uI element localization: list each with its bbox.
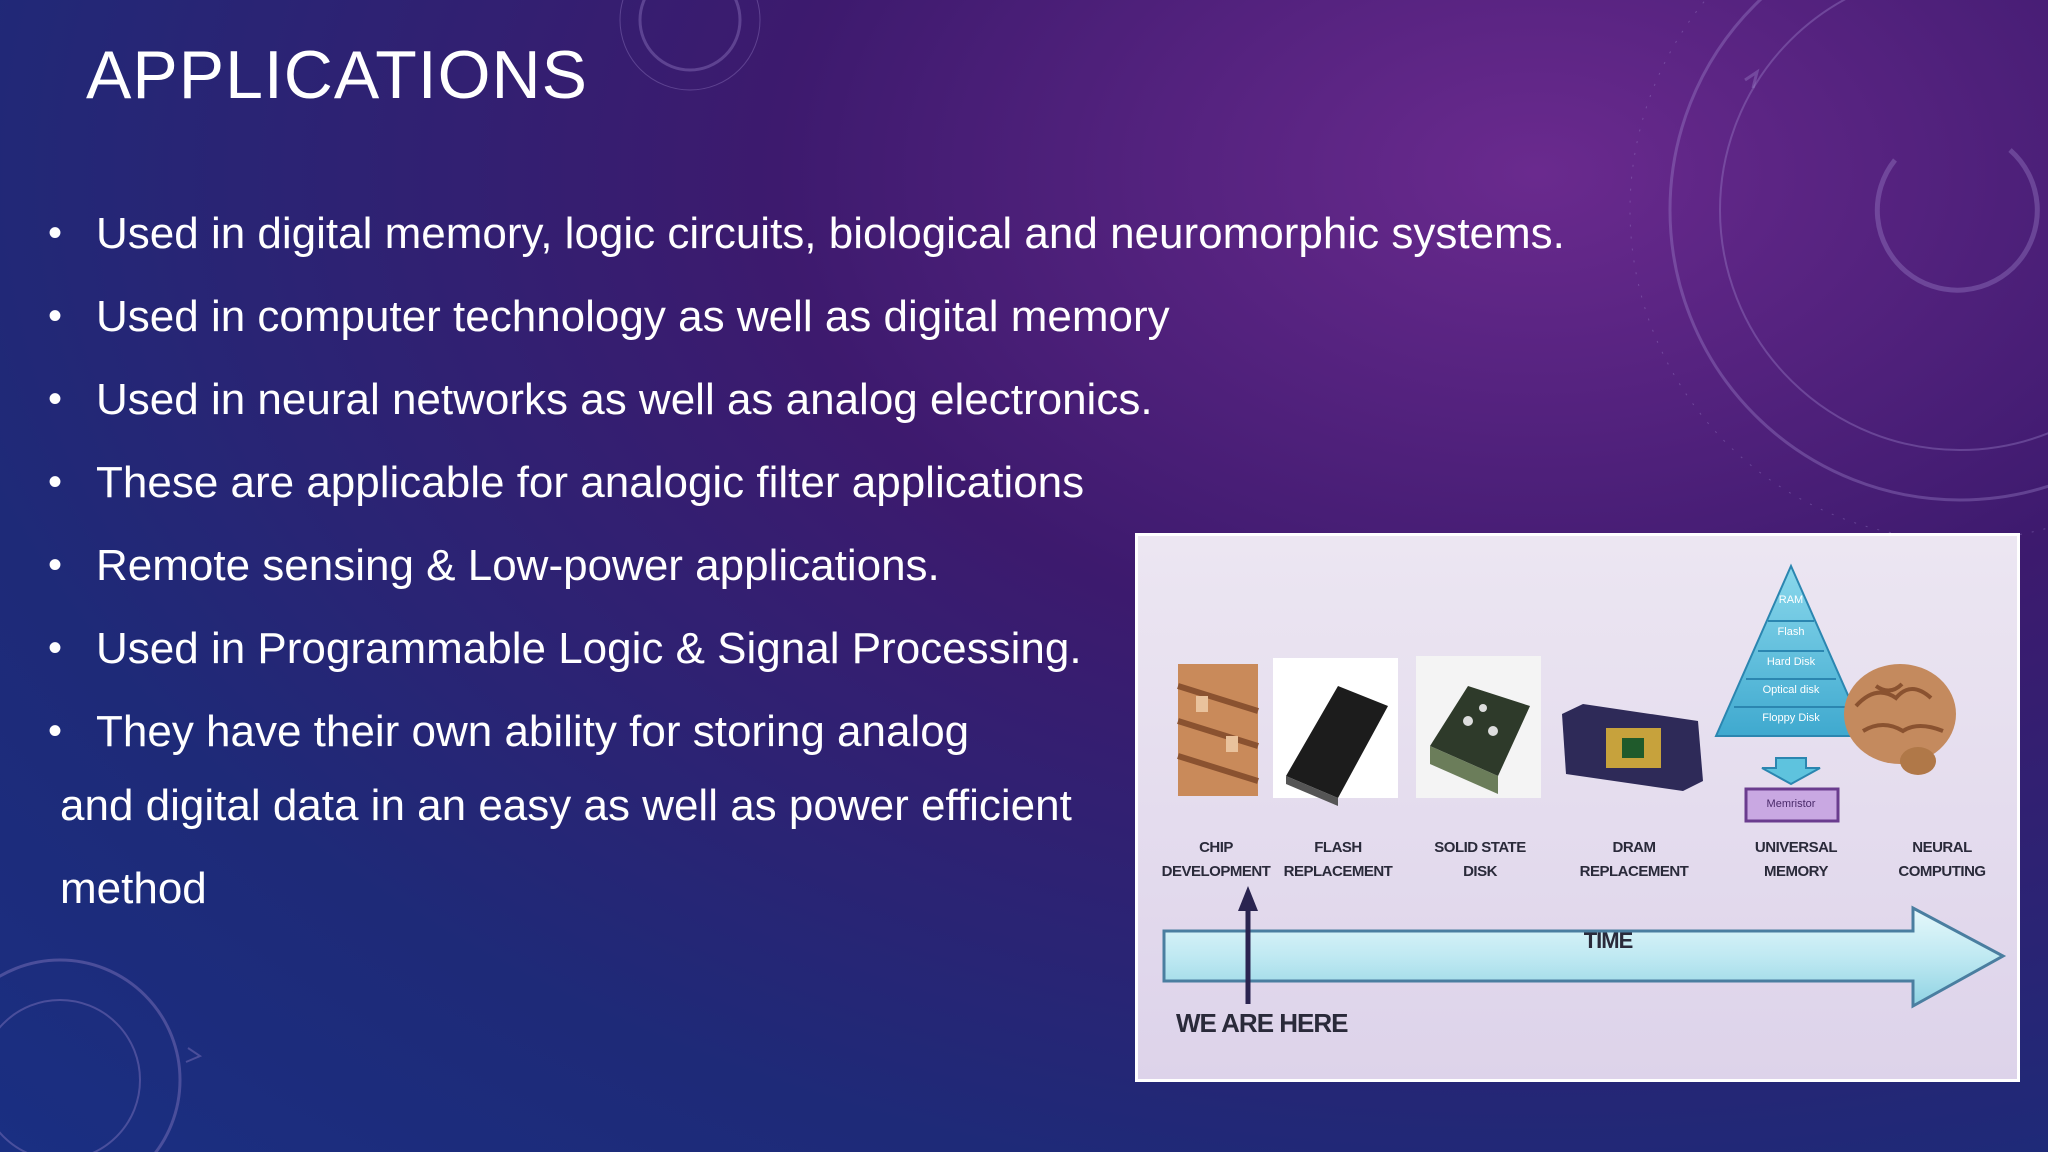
bullet-text: Used in neural networks as well as analo… <box>96 375 1153 424</box>
page-title: APPLICATIONS <box>86 37 588 113</box>
stage-label-line: FLASH <box>1314 839 1362 856</box>
stage-label-line: CHIP <box>1199 839 1233 856</box>
stage-label-dram-replacement: DRAM REPLACEMENT <box>1574 836 1694 884</box>
bullet-dot: • <box>48 294 63 338</box>
ssd-icon <box>1416 656 1541 798</box>
stage-label-line: DRAM <box>1612 839 1657 856</box>
pyramid-level-label: RAM <box>1778 594 1804 606</box>
here-marker-arrowhead <box>1238 886 1258 911</box>
stage-label-line: NEURAL <box>1912 839 1972 856</box>
bullet-item: • They have their own ability for storing… <box>48 690 1728 773</box>
memristor-label: Memristor <box>1766 798 1816 810</box>
memristor-roadmap-figure: RAM Flash Hard Disk Optical disk Floppy … <box>1135 533 2020 1082</box>
stage-label-neural-computing: NEURAL COMPUTING <box>1882 836 2002 884</box>
stage-label-line: UNIVERSAL <box>1754 839 1838 856</box>
pyramid-level-label: Flash <box>1777 626 1805 638</box>
bullet-text: Used in Programmable Logic & Signal Proc… <box>96 624 1082 673</box>
stage-label-line: COMPUTING <box>1898 863 1986 880</box>
stage-label-line: REPLACEMENT <box>1283 863 1393 880</box>
bullet-text: Used in digital memory, logic circuits, … <box>96 209 1565 258</box>
stage-label-line: DEVELOPMENT <box>1161 863 1271 880</box>
time-arrow <box>1162 905 2007 1009</box>
stage-label-chip-development: CHIP DEVELOPMENT <box>1156 836 1276 884</box>
stage-label-line: REPLACEMENT <box>1579 863 1689 880</box>
bullet-dot: • <box>48 460 63 504</box>
bullet-text: These are applicable for analogic filter… <box>96 458 1085 507</box>
flash-chip-icon <box>1273 658 1398 806</box>
stage-label-universal-memory: UNIVERSAL MEMORY <box>1736 836 1856 884</box>
bullet-dot: • <box>48 626 63 670</box>
stage-label-flash-replacement: FLASH REPLACEMENT <box>1278 836 1398 884</box>
bullet-item: • Used in Programmable Logic & Signal Pro… <box>48 607 1728 690</box>
bullet-continuation-line: and digital data in an easy as well as p… <box>60 781 1072 830</box>
bullet-dot: • <box>48 211 63 255</box>
chip-icon <box>1177 664 1259 796</box>
brain-icon <box>1844 664 1956 775</box>
bullet-list: • Used in digital memory, logic circuits,… <box>48 192 1728 773</box>
stage-label-line: MEMORY <box>1764 863 1828 880</box>
we-are-here-label: WE ARE HERE <box>1176 1008 1348 1038</box>
bullet-dot: • <box>48 543 63 587</box>
bullet-item: • Used in computer technology as well as … <box>48 275 1728 358</box>
bullet-continuation-line: method <box>60 864 207 913</box>
pyramid-level-label: Hard Disk <box>1766 656 1816 668</box>
bullet-item: • Remote sensing & Low-power applications… <box>48 524 1728 607</box>
bullet-text: Remote sensing & Low-power applications. <box>96 541 940 590</box>
bullet-item: • Used in neural networks as well as anal… <box>48 358 1728 441</box>
bullet-item: • Used in digital memory, logic circuits,… <box>48 192 1728 275</box>
pyramid-level-label: Optical disk <box>1762 684 1820 696</box>
dram-icon <box>1562 704 1703 791</box>
stage-label-line: SOLID STATE <box>1434 839 1526 856</box>
bullet-text: They have their own ability for storing … <box>96 707 970 756</box>
bullet-item: • These are applicable for analogic filte… <box>48 441 1728 524</box>
bullet-text: Used in computer technology as well as d… <box>96 292 1170 341</box>
stage-label-line: DISK <box>1463 863 1497 880</box>
pyramid-level-label: Floppy Disk <box>1762 712 1820 724</box>
bullet-dot: • <box>48 377 63 421</box>
figure-graphics <box>1162 563 2007 1009</box>
pyramid-icon <box>1714 563 1868 823</box>
time-label: TIME <box>1583 928 1634 953</box>
stage-label-solid-state-disk: SOLID STATE DISK <box>1420 836 1540 884</box>
bullet-dot: • <box>48 709 63 753</box>
